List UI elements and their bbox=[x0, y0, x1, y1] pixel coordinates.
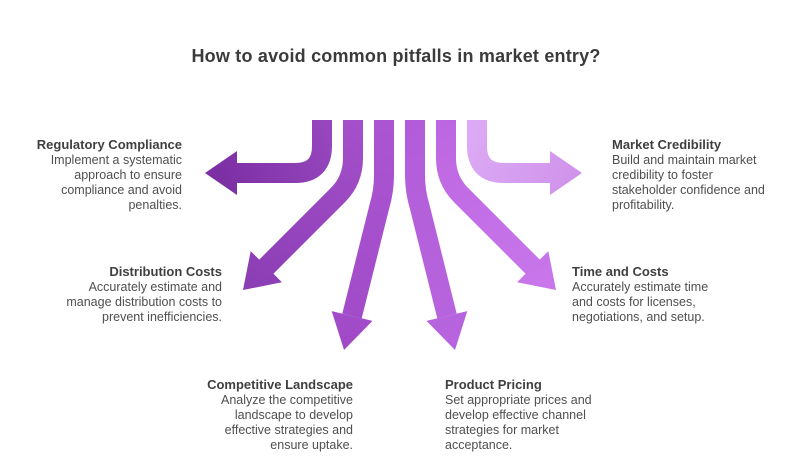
arrow-shaft bbox=[405, 120, 457, 319]
arrow-shaft bbox=[232, 120, 332, 183]
item-description: Build and maintain market credibility to… bbox=[612, 153, 765, 212]
arrow-product-pricing bbox=[405, 120, 468, 350]
arrow-head-right-icon bbox=[550, 151, 582, 195]
item-regulatory-compliance: Regulatory Compliance Implement a system… bbox=[37, 137, 182, 213]
arrow-market-credibility bbox=[467, 120, 582, 195]
item-description: Analyze the competitive landscape to dev… bbox=[220, 393, 353, 452]
item-market-credibility: Market Credibility Build and maintain ma… bbox=[612, 137, 765, 213]
arrow-head-down-icon bbox=[426, 311, 468, 350]
arrow-shaft bbox=[436, 120, 545, 279]
arrow-head-left-icon bbox=[205, 151, 237, 195]
item-label: Time and Costs bbox=[572, 264, 669, 279]
arrow-head-down-right-icon bbox=[517, 251, 556, 290]
item-competitive-landscape: Competitive Landscape Analyze the compet… bbox=[207, 377, 353, 453]
item-label: Competitive Landscape bbox=[207, 377, 353, 392]
item-label: Distribution Costs bbox=[109, 264, 222, 279]
arrow-head-down-icon bbox=[331, 311, 373, 350]
item-description: Implement a systematic approach to ensur… bbox=[50, 153, 182, 212]
arrow-distribution-costs bbox=[243, 120, 363, 290]
item-description: Accurately estimate time and costs for l… bbox=[572, 280, 709, 324]
arrow-regulatory-compliance bbox=[205, 120, 332, 195]
item-distribution-costs: Distribution Costs Accurately estimate a… bbox=[66, 264, 222, 325]
item-label: Market Credibility bbox=[612, 137, 722, 152]
arrow-shaft bbox=[342, 120, 394, 319]
arrow-shaft bbox=[254, 120, 363, 279]
item-product-pricing: Product Pricing Set appropriate prices a… bbox=[445, 377, 592, 453]
arrow-shaft bbox=[467, 120, 555, 183]
item-label: Regulatory Compliance bbox=[36, 137, 182, 152]
item-time-and-costs: Time and Costs Accurately estimate time … bbox=[572, 264, 708, 325]
arrow-time-and-costs bbox=[436, 120, 556, 290]
item-label: Product Pricing bbox=[445, 377, 542, 392]
arrow-competitive-landscape bbox=[331, 120, 394, 350]
item-description: Set appropriate prices and develop effec… bbox=[445, 393, 592, 452]
page-title: How to avoid common pitfalls in market e… bbox=[191, 46, 601, 66]
item-description: Accurately estimate and manage distribut… bbox=[66, 280, 222, 324]
arrow-head-down-left-icon bbox=[243, 251, 282, 290]
